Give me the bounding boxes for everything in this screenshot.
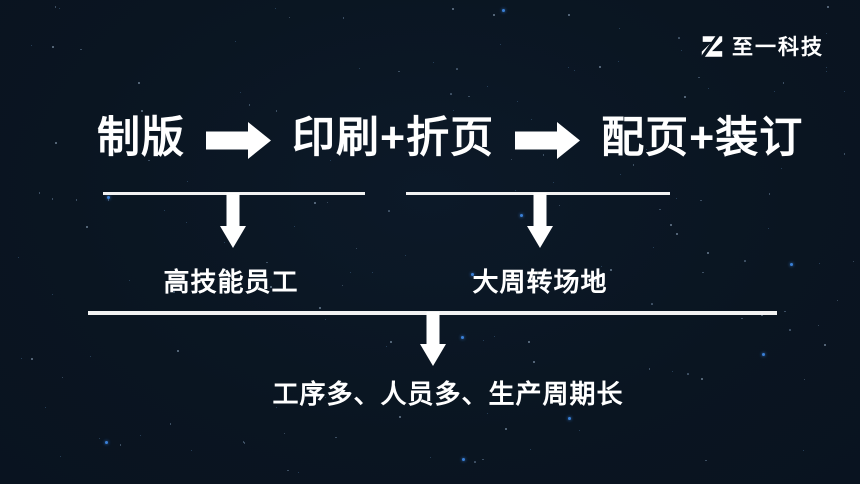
company-name: 至一科技 xyxy=(732,36,824,59)
branch-label-turnover-space: 大周转场地 xyxy=(472,267,608,297)
right-arrow-icon xyxy=(515,121,581,159)
down-arrow-icon xyxy=(220,193,246,248)
process-flow-row: 制版 印刷+折页 配页+装订 xyxy=(97,114,803,163)
branch-label-skilled-workers: 高技能员工 xyxy=(163,267,299,297)
z-slash-logo-icon xyxy=(699,32,723,60)
flow-step-printing-folding: 印刷+折页 xyxy=(292,114,495,162)
flow-step-collating-binding: 配页+装订 xyxy=(601,114,804,162)
summary-label: 工序多、人员多、生产周期长 xyxy=(272,379,624,409)
flow-step-plate-making: 制版 xyxy=(97,114,185,162)
company-logo: 至一科技 xyxy=(699,31,824,61)
down-arrow-icon xyxy=(527,193,553,248)
down-arrow-icon xyxy=(420,312,446,366)
right-arrow-icon xyxy=(206,121,271,159)
